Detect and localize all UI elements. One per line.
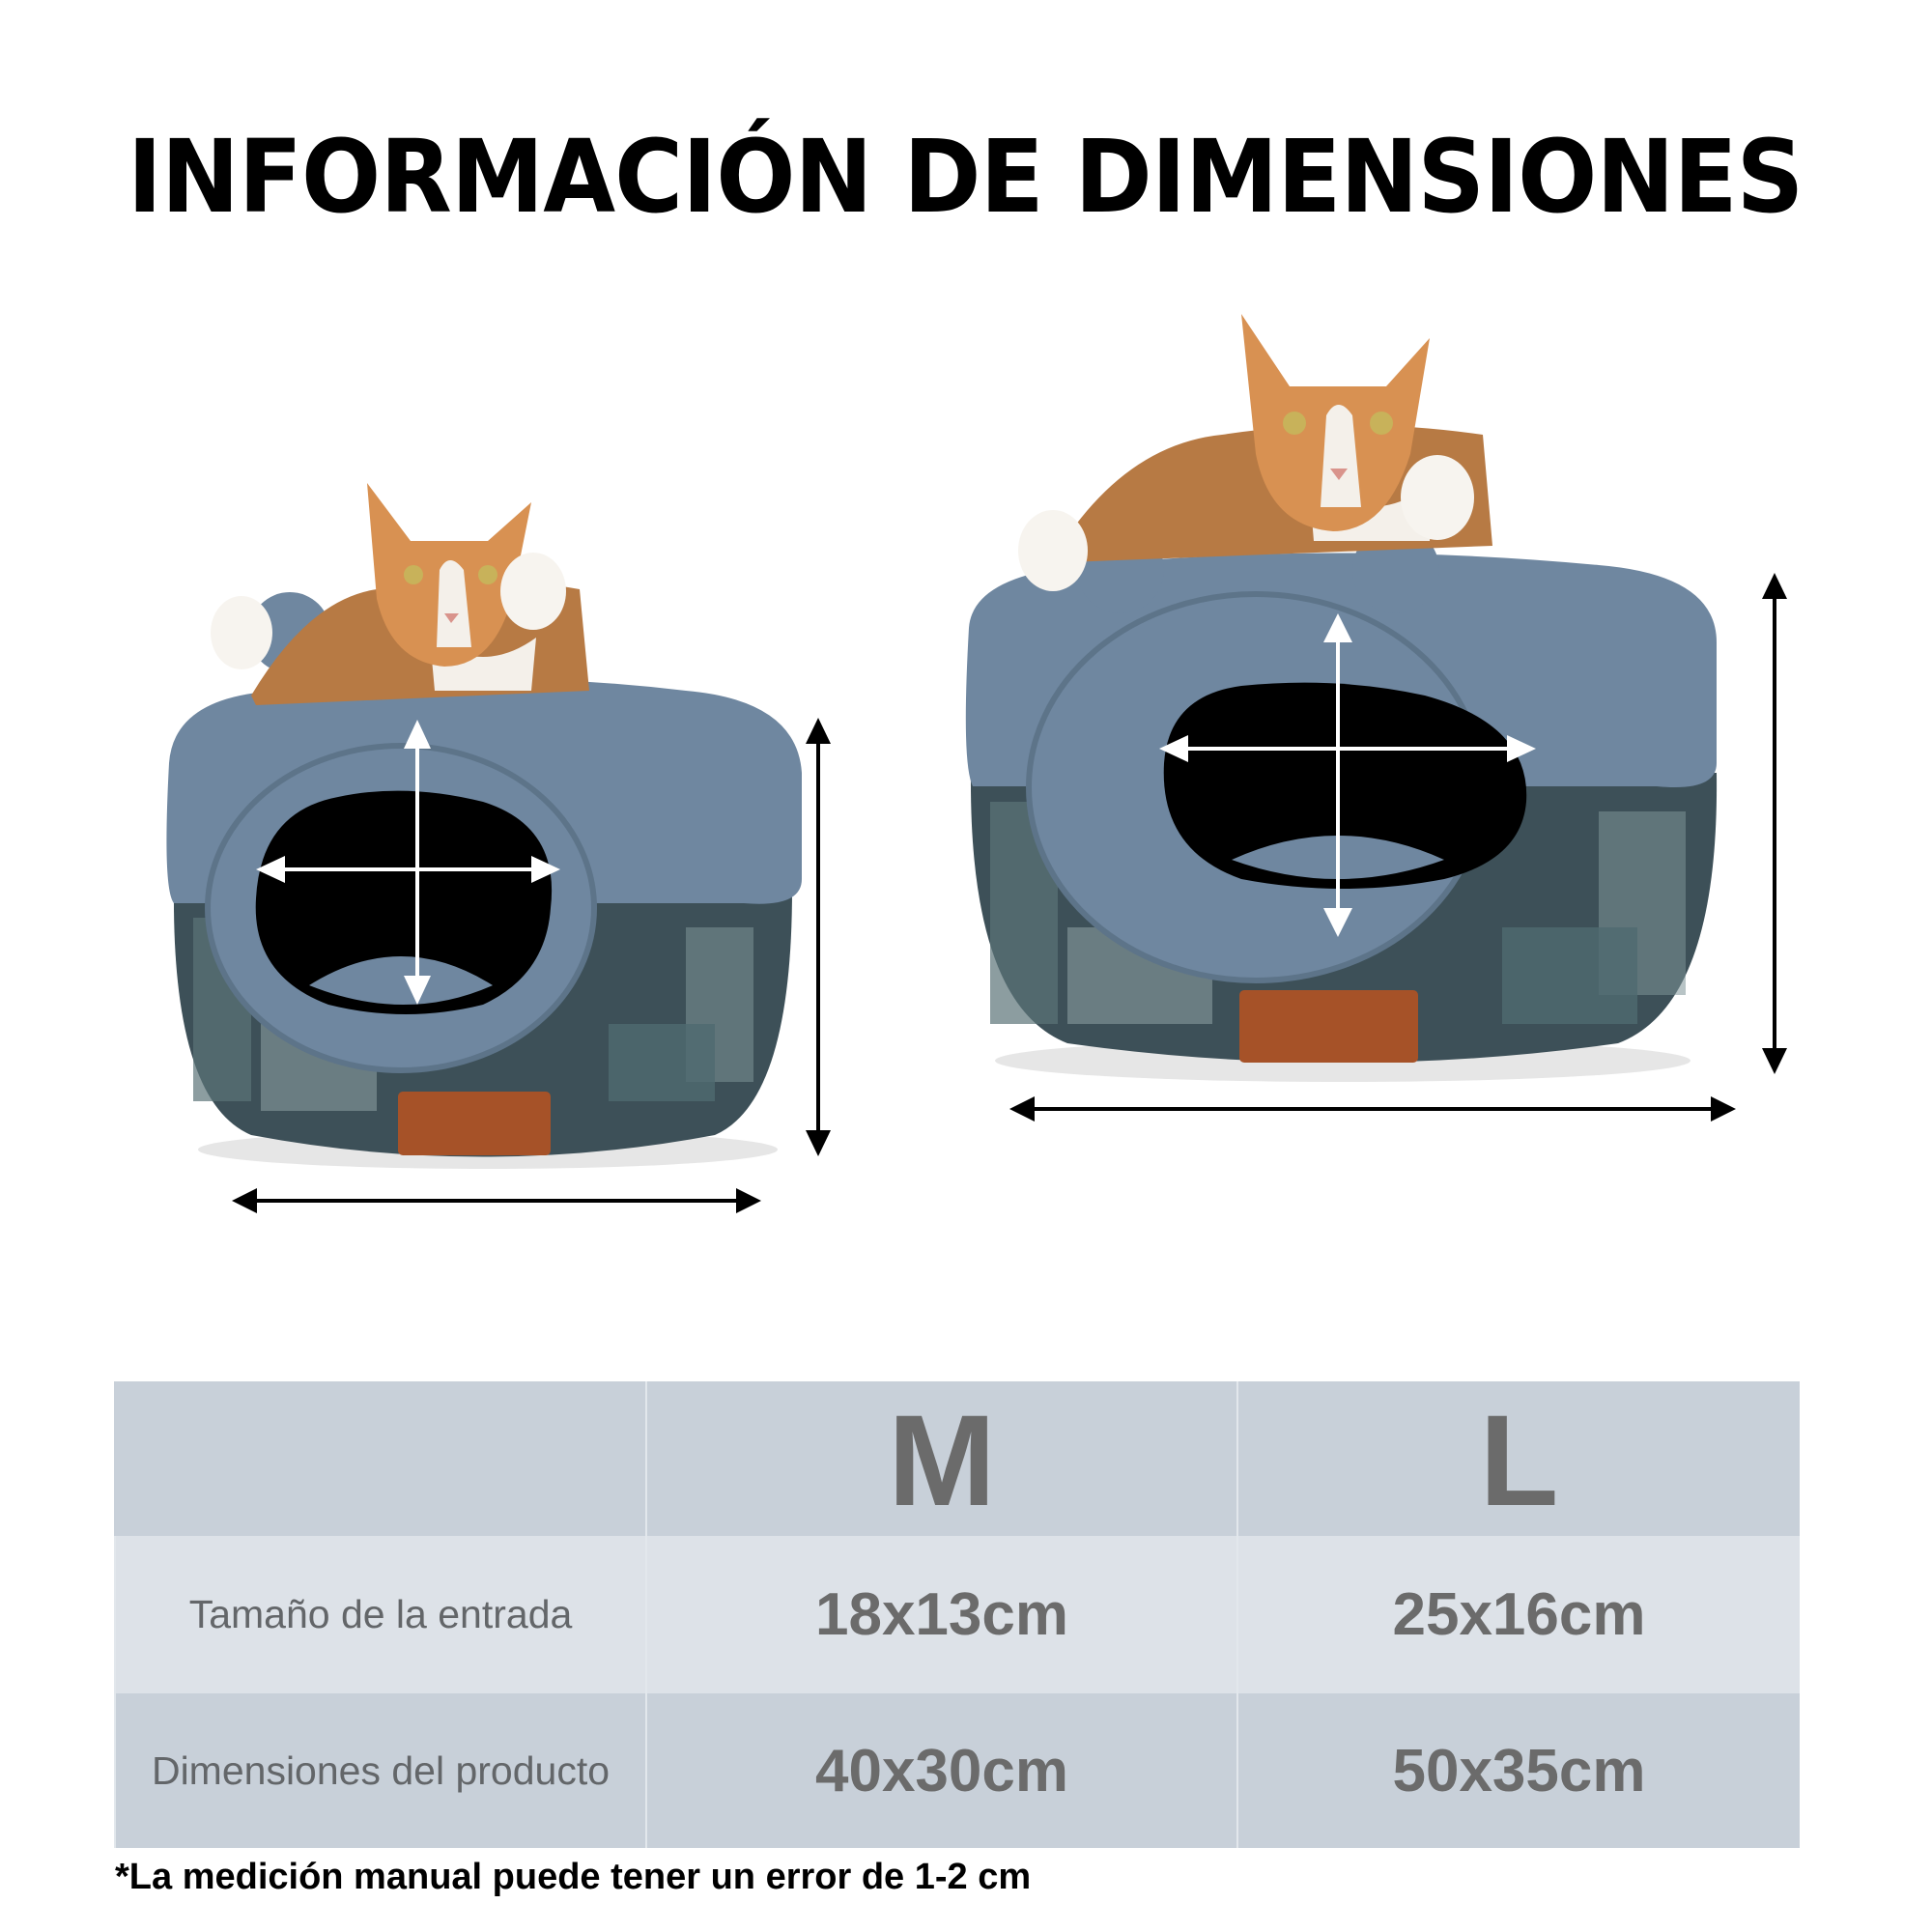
product-image-l xyxy=(961,309,1802,1140)
page-title: INFORMACIÓN DE DIMENSIONES xyxy=(127,118,1804,236)
row-label: Tamaño de la entrada xyxy=(188,1592,573,1636)
product-image-m xyxy=(164,483,840,1217)
size-table: M L Tamaño de la entrada 18x13cm 25x16cm… xyxy=(114,1381,1800,1848)
product-dimensions-m: 40x30cm xyxy=(814,1737,1069,1804)
product-dimensions-l: 50x35cm xyxy=(1392,1737,1646,1804)
entrance-size-m: 18x13cm xyxy=(814,1581,1069,1648)
table-cell: 40x30cm xyxy=(645,1693,1236,1848)
row-label: Dimensiones del producto xyxy=(151,1747,611,1793)
size-label-l: L xyxy=(1479,1389,1559,1533)
cat-bed-illustration-m xyxy=(166,483,831,1213)
size-label-m: M xyxy=(888,1389,996,1533)
table-row-dimensions-label: Dimensiones del producto xyxy=(114,1693,645,1848)
cat-bed-illustration-l xyxy=(965,314,1787,1122)
table-header-l: L xyxy=(1236,1381,1800,1536)
measurement-footnote: *La medición manual puede tener un error… xyxy=(115,1857,1032,1897)
table-cell: 18x13cm xyxy=(645,1536,1236,1693)
table-cell: 25x16cm xyxy=(1236,1536,1800,1693)
entrance-size-l: 25x16cm xyxy=(1392,1581,1646,1648)
table-row-entrance-label: Tamaño de la entrada xyxy=(114,1536,645,1693)
table-header-m: M xyxy=(645,1381,1236,1536)
table-header-empty xyxy=(114,1381,645,1536)
table-cell: 50x35cm xyxy=(1236,1693,1800,1848)
